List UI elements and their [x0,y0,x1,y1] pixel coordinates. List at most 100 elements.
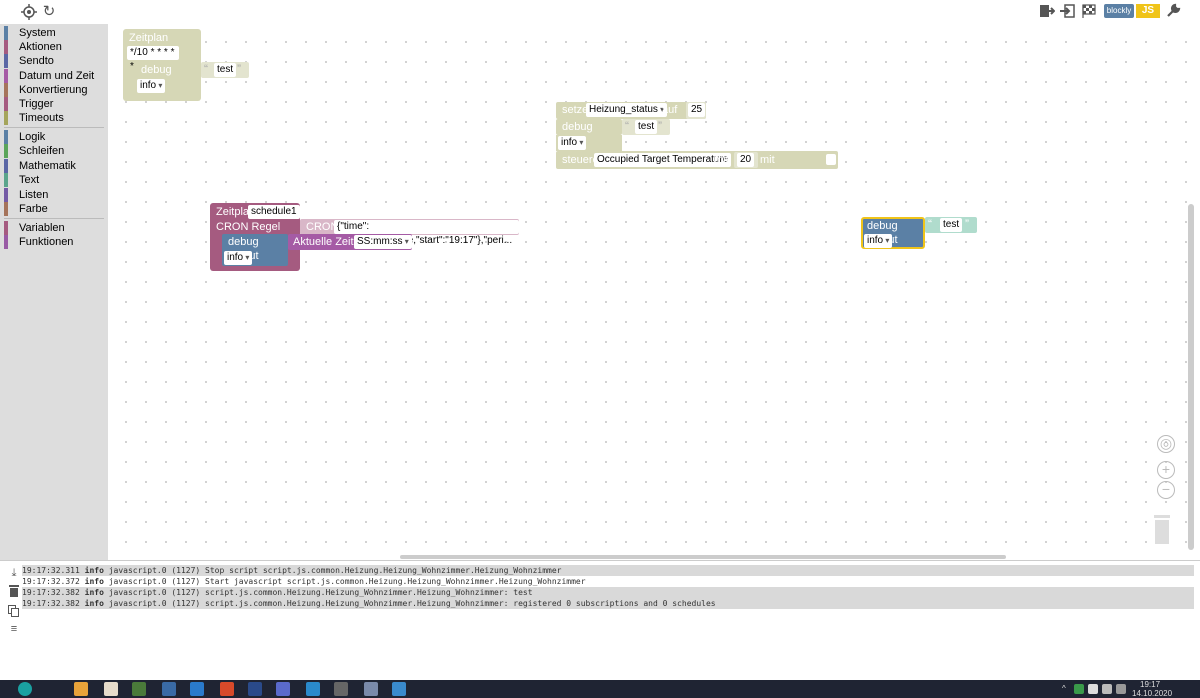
sidebar-item-datum-und-zeit[interactable]: Datum und Zeit [4,69,94,83]
schedule-name-field[interactable]: schedule1 [248,205,300,219]
log-level-dropdown[interactable]: info [864,234,893,248]
cron-field[interactable]: */10 * * * * * [127,46,179,72]
sidebar-item-system[interactable]: System [4,26,56,40]
discord-icon[interactable] [276,682,290,696]
sidebar-item-label: Logik [19,131,46,143]
delay-checkbox[interactable] [826,154,836,165]
category-color-bar [4,130,8,144]
scroll-down-icon[interactable]: ⤓ [11,567,17,579]
quote-close-icon: ” [658,119,662,133]
zoom-in-icon[interactable]: + [1157,461,1175,479]
wrench-icon[interactable] [1164,3,1182,21]
blockly-workspace[interactable]: Zeitplan */10 * * * * * debug output “ t… [108,24,1200,560]
copy-icon[interactable] [8,605,20,617]
sidebar-item-aktionen[interactable]: Aktionen [4,40,62,54]
network-icon[interactable] [1102,684,1112,694]
target-state-field[interactable]: Occupied Target Temperature [594,153,732,167]
filter-icon[interactable]: ≡ [10,623,18,635]
sidebar-item-farbe[interactable]: Farbe [4,202,48,216]
number-value[interactable]: 25 [688,103,706,117]
sidebar-item-variablen[interactable]: Variablen [4,221,65,235]
text-value[interactable]: test [214,63,237,77]
app-icon[interactable] [392,682,406,696]
sidebar-item-label: Konvertierung [19,84,88,96]
text-block[interactable]: “ test ” [925,217,977,233]
setze-block-disabled[interactable]: setze Heizung_status auf [556,102,706,119]
volume-icon[interactable] [1116,684,1126,694]
log-level-dropdown[interactable]: info [558,136,587,150]
zoom-out-icon[interactable]: − [1157,481,1175,499]
sidebar-item-label: Trigger [19,98,54,110]
app-icon[interactable] [364,682,378,696]
sidebar-item-schleifen[interactable]: Schleifen [4,144,64,158]
category-color-bar [4,83,8,97]
vscode-icon[interactable] [190,682,204,696]
time-format-dropdown[interactable]: SS:mm:ss [354,235,412,249]
tray-chevron-icon[interactable]: ^ [1062,684,1066,693]
sidebar-item-timeouts[interactable]: Timeouts [4,111,64,125]
text-block-disabled[interactable]: “ test ” [622,119,670,135]
number-value[interactable]: 20 [737,153,755,167]
delete-icon[interactable] [8,585,20,597]
sidebar-item-text[interactable]: Text [4,173,39,187]
debug-level-row: info [556,135,622,151]
debug-output-block-disabled[interactable]: debug output [556,119,622,147]
sidebar-item-trigger[interactable]: Trigger [4,97,53,111]
log-level-dropdown[interactable]: info [224,251,253,265]
log-level-dropdown[interactable]: info [137,79,166,93]
tray-icon[interactable] [1088,684,1098,694]
number-block-disabled[interactable]: 20 [734,152,758,168]
blockly-js-toggle[interactable]: blockly JS [1104,4,1160,18]
debug-output-block-disabled[interactable]: debug output [135,62,201,90]
log-time: 19:17:32.382 [22,588,80,597]
app-icon[interactable] [220,682,234,696]
cron-regel-label: CRON Regel [216,221,281,233]
category-color-bar [4,69,8,83]
sidebar-item-label: Datum und Zeit [19,70,95,82]
tray-icon[interactable] [1074,684,1084,694]
sidebar-item-funktionen[interactable]: Funktionen [4,235,73,249]
sidebar-item-mathematik[interactable]: Mathematik [4,159,76,173]
powershell-icon[interactable] [248,682,262,696]
trash-icon[interactable] [1152,513,1172,545]
flag-icon[interactable] [1080,3,1098,21]
sidebar-item-konvertierung[interactable]: Konvertierung [4,83,88,97]
log-time: 19:17:32.372 [22,577,80,586]
log-row: 19:17:32.311 info javascript.0 (1127) St… [22,565,1194,576]
vertical-scrollbar[interactable] [1188,204,1194,550]
category-color-bar [4,111,8,125]
import-icon[interactable] [1058,3,1076,21]
sidebar-item-label: Timeouts [19,112,64,124]
app-icon[interactable] [74,682,88,696]
document-icon[interactable] [104,682,118,696]
center-view-icon[interactable]: ◎ [1157,435,1175,453]
cron-block[interactable]: CRON {"time":{"exactTime":true,"start":"… [300,219,519,246]
app-icon[interactable] [306,682,320,696]
state-dropdown[interactable]: Heizung_status [586,103,668,117]
text-value[interactable]: test [940,218,963,232]
steuere-block-disabled[interactable]: steuere Occupied Target Temperature mit … [556,151,838,180]
app-icon[interactable] [132,682,146,696]
arduino-icon[interactable] [18,682,32,696]
sidebar-item-label: Mathematik [19,160,76,172]
text-value[interactable]: test [635,120,658,134]
sidebar-item-listen[interactable]: Listen [4,188,48,202]
app-icon[interactable] [162,682,176,696]
current-time-block[interactable]: Aktuelle Zeit als SS:mm:ss [288,234,412,250]
refresh-icon[interactable]: ↻ [42,3,56,20]
sidebar-item-logik[interactable]: Logik [4,130,45,144]
target-icon[interactable] [20,3,38,21]
sidebar-item-sendto[interactable]: Sendto [4,54,54,68]
horizontal-scrollbar[interactable] [400,555,1006,559]
debug-output-block-selected[interactable]: debug output info [861,217,925,249]
export-icon[interactable] [1038,3,1056,21]
top-toolbar: ↻ blockly JS [0,0,1200,24]
debug-output-block[interactable]: debug output info [222,234,288,266]
number-block-disabled[interactable]: 25 [686,102,706,119]
clock-time: 19:17 [1140,680,1161,689]
cron-value-field[interactable]: {"time":{"exactTime":true,"start":"19:17… [334,220,519,246]
text-block-disabled[interactable]: “ test ” [201,62,249,78]
quote-open-icon: “ [625,119,629,133]
calculator-icon[interactable] [334,682,348,696]
sidebar-item-label: Farbe [19,203,48,215]
